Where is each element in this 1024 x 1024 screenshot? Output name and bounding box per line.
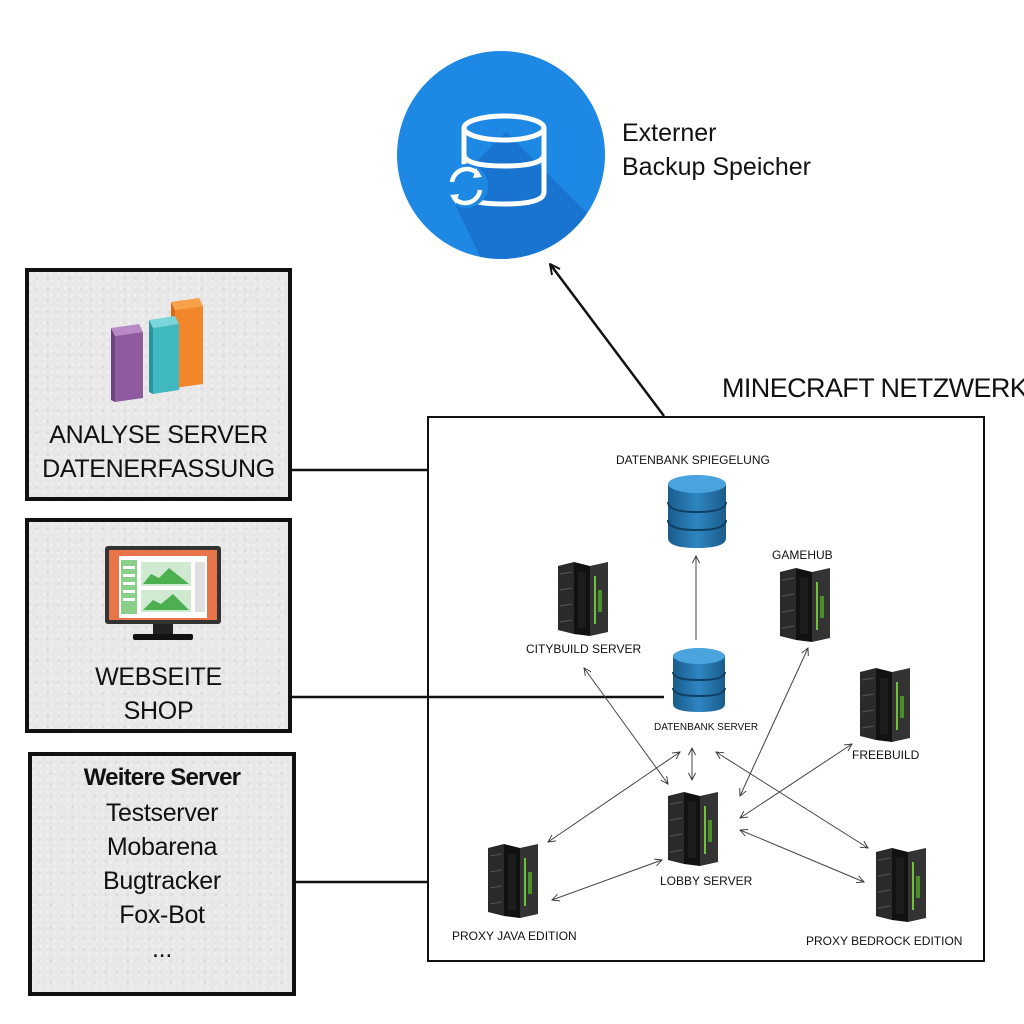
backup-label-line2: Backup Speicher (622, 153, 812, 181)
arrow-db-proxy-java (548, 752, 680, 842)
db-server-label: DATENBANK SERVER (654, 722, 759, 733)
weitere-item: Fox-Bot (119, 901, 205, 929)
proxy-bedrock-label: PROXY BEDROCK EDITION (806, 934, 963, 948)
webseite-line2: SHOP (123, 697, 194, 725)
database-server-icon (672, 648, 726, 712)
analyse-server-box: ANALYSE SERVER DATENERFASSUNG (25, 268, 292, 501)
webseite-line1: WEBSEITE (95, 663, 222, 691)
weitere-server-box: Weitere Server Testserver Mobarena Bugtr… (28, 752, 296, 996)
network-title: MINECRAFT NETZWERK (722, 373, 1024, 403)
analyse-line2: DATENERFASSUNG (42, 455, 275, 483)
arrow-db-proxy-bedrock (716, 752, 868, 848)
weitere-item: Testserver (105, 799, 219, 827)
weitere-item: ... (152, 935, 172, 963)
database-backup-icon (397, 51, 605, 259)
backup-label-line1: Externer (622, 119, 717, 147)
proxy-java-server-icon (488, 844, 538, 918)
freebuild-server-icon (860, 668, 910, 742)
arrow-network-to-backup (550, 264, 665, 417)
db-mirror-label: DATENBANK SPIEGELUNG (616, 453, 770, 467)
analyse-line1: ANALYSE SERVER (49, 421, 268, 449)
lobby-label: LOBBY SERVER (660, 874, 753, 888)
arrow-lobby-proxy-java (552, 860, 662, 900)
webseite-shop-box: WEBSEITE SHOP (25, 518, 292, 733)
proxy-java-label: PROXY JAVA EDITION (452, 929, 577, 943)
backup-storage-node (396, 50, 606, 260)
citybuild-label: CITYBUILD SERVER (526, 642, 642, 656)
citybuild-server-icon (558, 562, 608, 636)
gamehub-server-icon (780, 568, 830, 642)
database-mirror-icon (667, 475, 727, 548)
proxy-bedrock-server-icon (876, 848, 926, 922)
weitere-title: Weitere Server (83, 764, 241, 791)
weitere-item: Bugtracker (103, 867, 221, 895)
bar-chart-icon (111, 298, 203, 402)
weitere-item: Mobarena (106, 833, 218, 861)
lobby-server-icon (668, 792, 718, 866)
network-frame (427, 416, 985, 962)
freebuild-label: FREEBUILD (852, 748, 920, 762)
gamehub-label: GAMEHUB (772, 548, 833, 562)
monitor-website-icon (105, 546, 221, 640)
